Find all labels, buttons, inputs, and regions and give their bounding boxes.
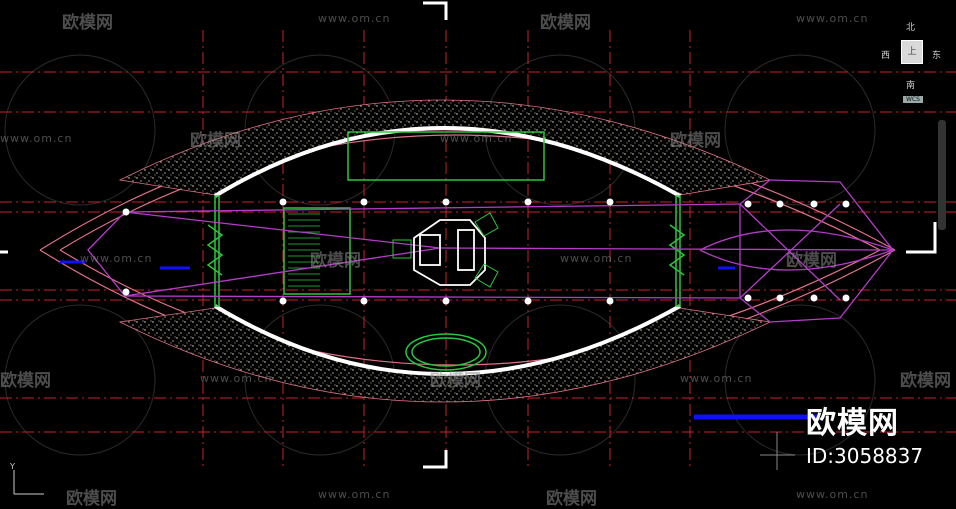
watermark-url: www.om.cn <box>796 12 869 25</box>
watermark-logo: 欧模网 <box>540 13 591 33</box>
viewport-brackets <box>0 1 937 469</box>
ucs-y-label: Y <box>10 462 15 471</box>
watermark-logo: 欧模网 <box>786 251 837 271</box>
watermark-url: www.om.cn <box>440 132 513 145</box>
watermark-logo: 欧模网 <box>190 131 241 151</box>
watermark-logo: 欧模网 <box>310 251 361 271</box>
viewcube[interactable]: 北 西 东 南 上 WCS <box>878 18 942 108</box>
watermark-url: www.om.cn <box>80 252 153 265</box>
watermark-logo: 欧模网 <box>62 13 113 33</box>
watermark-url: www.om.cn <box>560 252 633 265</box>
central-details <box>392 212 499 288</box>
watermark-url: www.om.cn <box>200 372 273 385</box>
magenta-beams <box>87 179 895 323</box>
column-dots <box>122 198 850 305</box>
brand-name: 欧模网 <box>806 406 899 441</box>
viewcube-south[interactable]: 南 <box>906 81 916 91</box>
viewcube-top-face[interactable]: 上 <box>901 40 923 64</box>
crosshair-marker <box>760 432 795 470</box>
blue-marks <box>60 260 820 420</box>
wcs-menu[interactable]: WCS <box>903 96 923 103</box>
cad-drawing-canvas[interactable] <box>0 0 956 496</box>
watermark-url: www.om.cn <box>680 372 753 385</box>
watermark-url: www.om.cn <box>318 12 391 25</box>
scrollbar[interactable] <box>938 120 946 230</box>
brand-block: 欧模网 ID:3058837 <box>806 398 923 468</box>
watermark-url: www.om.cn <box>0 132 73 145</box>
watermark-url: www.om.cn <box>796 488 869 501</box>
viewcube-west[interactable]: 西 <box>881 51 891 61</box>
watermark-logo: 欧模网 <box>430 371 481 391</box>
watermark-url: www.om.cn <box>318 488 391 501</box>
watermark-logo: 欧模网 <box>546 489 597 509</box>
watermark-logo: 欧模网 <box>670 131 721 151</box>
green-elements <box>206 131 686 371</box>
brand-id: ID:3058837 <box>806 444 924 468</box>
watermark-logo: 欧模网 <box>0 371 51 391</box>
ucs-icon <box>13 470 44 495</box>
watermark-logo: 欧模网 <box>900 371 951 391</box>
stair-hatch <box>288 213 320 287</box>
main-wall <box>213 126 681 376</box>
viewcube-north[interactable]: 北 <box>906 23 916 33</box>
viewcube-east[interactable]: 东 <box>932 51 942 61</box>
watermark-logo: 欧模网 <box>66 489 117 509</box>
central-structure <box>413 219 486 286</box>
